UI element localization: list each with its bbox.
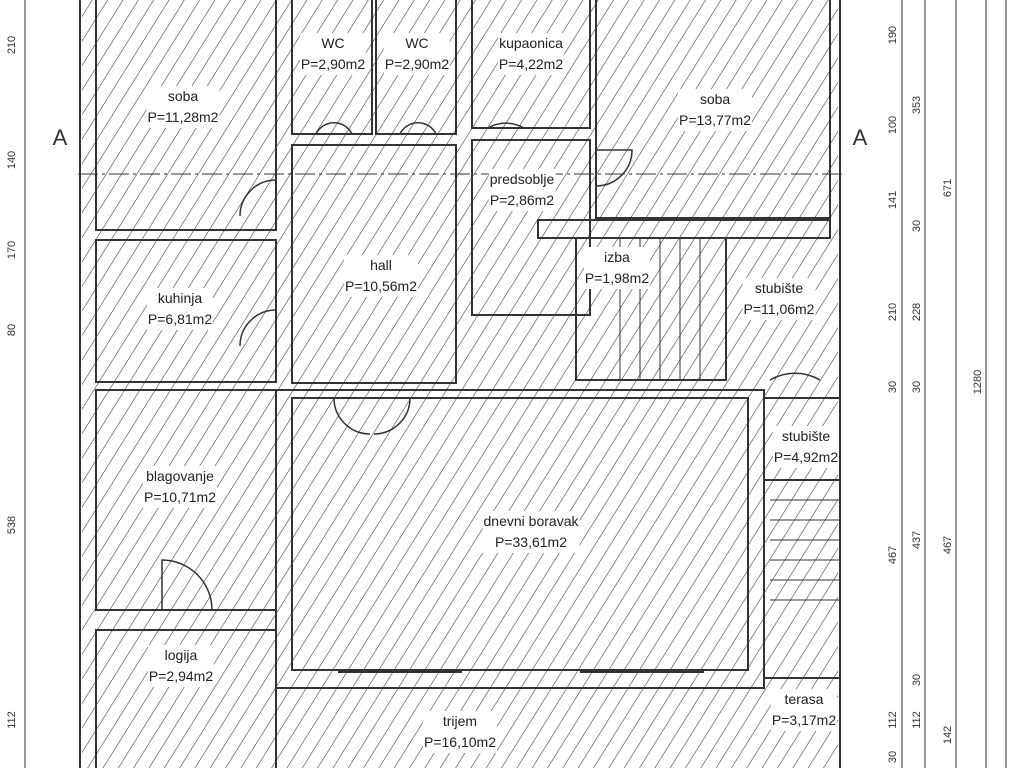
doors <box>161 122 821 611</box>
dimension-label: 80 <box>6 323 18 337</box>
dimension-label: 353 <box>911 95 923 115</box>
dimension-label: 1280 <box>972 369 984 395</box>
dimension-label: 30 <box>911 380 923 394</box>
dimension-label: 190 <box>887 25 899 45</box>
section-marker-right: A <box>852 125 868 150</box>
dimension-label: 30 <box>911 219 923 233</box>
dimension-label: 437 <box>911 530 923 550</box>
dimension-label: 467 <box>942 535 954 555</box>
dimension-label: 210 <box>6 35 18 55</box>
dimension-label: 140 <box>6 150 18 170</box>
walls <box>79 0 841 768</box>
dimension-label: 30 <box>887 380 899 394</box>
dimension-label: 100 <box>887 115 899 135</box>
dimension-label: 112 <box>887 711 899 729</box>
dimension-label: 112 <box>6 711 18 729</box>
dimension-label: 30 <box>911 673 923 687</box>
dimension-label: 467 <box>887 545 899 565</box>
dimension-label: 228 <box>911 302 923 322</box>
section-marker-left: A <box>52 125 68 150</box>
dimension-label: 538 <box>6 515 18 535</box>
dimension-label: 30 <box>887 750 899 764</box>
dimension-label: 141 <box>887 190 899 210</box>
dimension-label: 142 <box>942 725 954 745</box>
dimension-label: 112 <box>911 711 923 729</box>
dimension-label: 210 <box>887 302 899 322</box>
dimension-label: 671 <box>942 178 954 198</box>
dimension-label: 170 <box>6 240 18 260</box>
dimension-lines <box>24 0 1007 768</box>
